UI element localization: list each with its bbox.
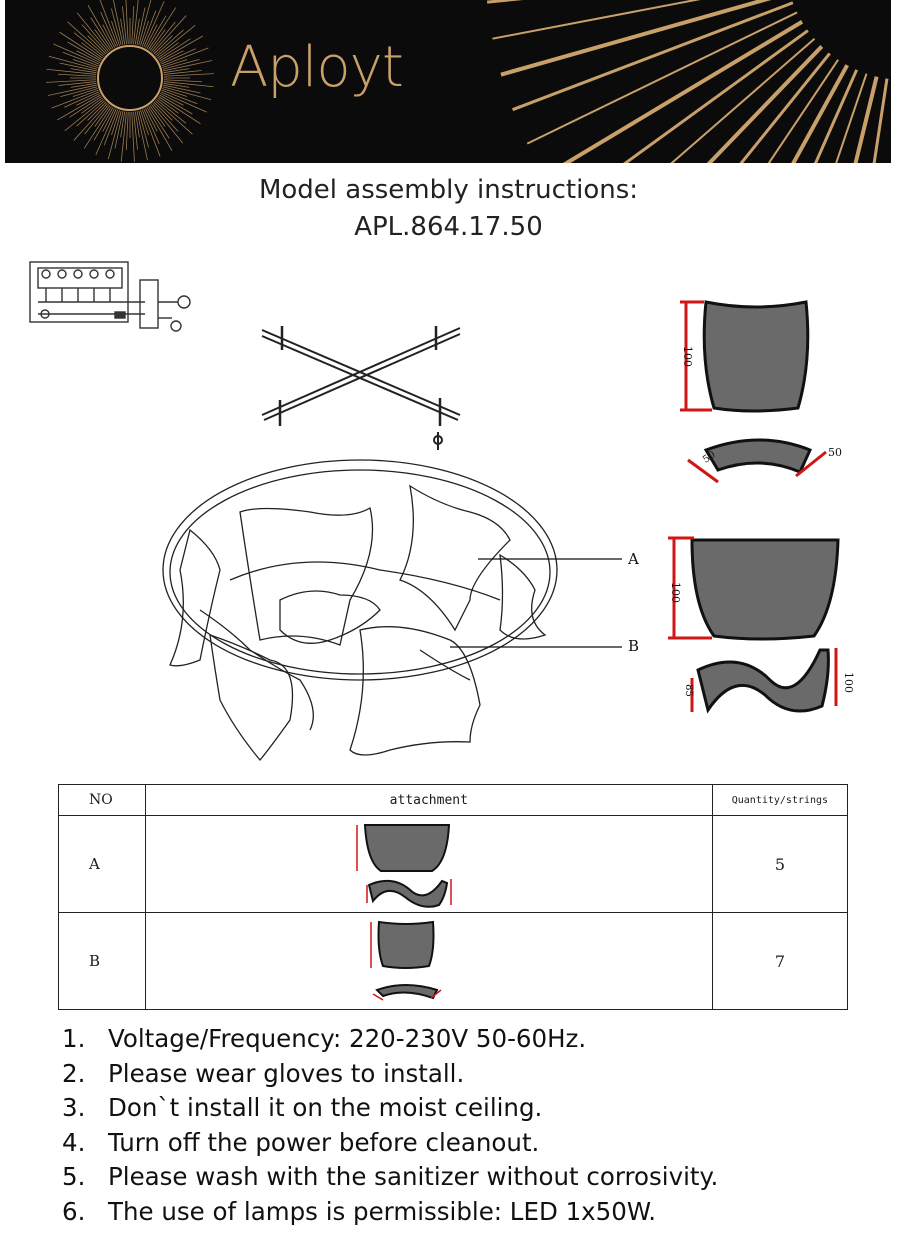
header-quantity: Quantity/strings [711,784,849,816]
table-header-row: NO attachment Quantity/strings [58,784,849,816]
instructions-list: 1.Voltage/Frequency: 220-230V 50-60Hz. 2… [62,1022,718,1229]
part-b-shade [668,536,840,714]
list-item: 6.The use of lamps is permissible: LED 1… [62,1196,657,1226]
parts-table: NO attachment Quantity/strings A 5 B [58,784,849,1010]
model-number: APL.864.17.50 [354,212,543,242]
assembly-diagram [29,261,840,762]
row-a-quantity: 5 [711,815,849,913]
callout-label-a: A [628,550,639,568]
table-row: A 5 [58,815,849,913]
dim-a-width: 50 [828,446,842,459]
brand-banner: Aployt [5,0,891,163]
list-item: 3.Don`t install it on the moist ceiling. [62,1093,543,1122]
list-item: 4.Turn off the power before cleanout. [62,1127,540,1157]
part-a-thumbnail [356,824,452,908]
header-attachment: attachment [144,784,713,816]
part-a-shade [680,300,827,484]
callout-lines [450,558,622,648]
mounting-bracket [261,326,461,450]
part-b-thumbnail [370,920,442,1001]
table-row: B 7 [58,912,849,1010]
list-item: 2.Please wear gloves to install. [62,1058,465,1088]
sunburst-icon [46,0,889,163]
chandelier-drawing [162,459,558,762]
wiring-schematic [29,261,191,332]
page-title: Model assembly instructions: [258,175,639,205]
list-item: 5.Please wash with the sanitizer without… [62,1162,719,1191]
row-b-quantity: 7 [711,912,849,1010]
list-item: 1.Voltage/Frequency: 220-230V 50-60Hz. [62,1024,587,1053]
brand-logo-text: Aployt [230,35,404,100]
dim-b-height: 100 [669,582,682,603]
dim-a-height: 100 [681,346,694,367]
callout-label-b: B [628,637,640,655]
row-b-no: B [58,912,146,1010]
dim-b-left: 85 [682,684,694,697]
row-a-no: A [58,815,146,913]
dim-b-right: 100 [842,672,855,693]
row-a-attachment [144,815,713,913]
row-b-attachment [144,912,713,1010]
header-no: NO [58,784,146,816]
